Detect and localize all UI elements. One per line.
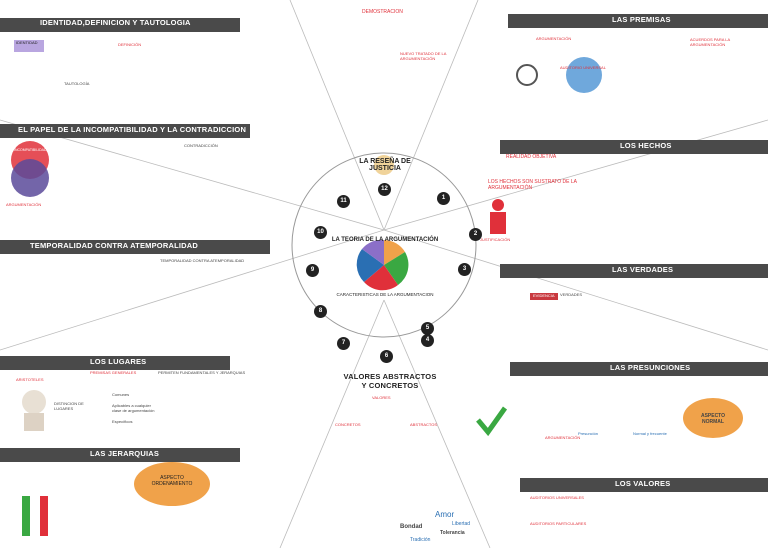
band-s1 xyxy=(0,18,240,32)
band-s7 xyxy=(520,478,768,492)
word-amor: Amor xyxy=(435,510,455,519)
section-title-hechos: LOS HECHOS xyxy=(620,141,672,150)
abstractos-label: ABSTRACTOS xyxy=(410,422,438,427)
contradiccion-label: CONTRADICCIÓN xyxy=(184,143,218,148)
center-title: LA TEORIA DE LA ARGUMENTACIÓN xyxy=(331,237,439,243)
section-title-lugares: LOS LUGARES xyxy=(90,357,147,366)
premisas-fund: PERMITEN FUNDAMENTALES Y JERARQUIAS xyxy=(158,370,246,375)
section-title-valores: LOS VALORES xyxy=(615,479,671,488)
section-title-incompatibilidad: EL PAPEL DE LA INCOMPATIBILIDAD Y LA CON… xyxy=(18,125,247,134)
band-s10 xyxy=(500,140,768,154)
justificacion-label: JUSTIFICACIÓN xyxy=(480,237,511,242)
word-tradicion: Tradición xyxy=(410,537,431,543)
section-title-jerarquias: LAS JERARQUIAS xyxy=(90,449,160,458)
number-12: 12 xyxy=(378,183,391,196)
acuerdos-arg: ACUERDOS PARA LA ARGUMENTACIÓN xyxy=(690,37,730,47)
number-10: 10 xyxy=(314,226,327,239)
band-s2 xyxy=(0,124,250,138)
hechos-sustrato: LOS HECHOS SON SUSTRATO DE LA ARGUMENTAC… xyxy=(488,179,577,191)
word-bondad: Bondad xyxy=(400,524,423,530)
band-s8 xyxy=(510,362,768,376)
number-5: 5 xyxy=(421,322,434,335)
section-title-temporalidad: TEMPORALIDAD CONTRA ATEMPORALIDAD xyxy=(30,241,198,250)
section-title-presunciones: LAS PRESUNCIONES xyxy=(610,363,691,372)
center-top-title: LA RESEÑA DE JUSTICIA xyxy=(359,158,411,172)
auditorios-particulares: AUDITORIOS PARTICULARES xyxy=(530,521,587,526)
valores-label: VALORES xyxy=(372,395,391,400)
distincion-label: DISTINCION DE LUGARES xyxy=(54,401,84,411)
presuncion-label: Presunción xyxy=(578,431,599,436)
aspecto-normal-label: ASPECTO NORMAL xyxy=(700,413,726,425)
tautologia-label: TAUTOLOGÍA xyxy=(64,81,90,86)
band-s5 xyxy=(0,448,240,462)
premisas-generales: PREMISAS GENERALES xyxy=(90,370,137,375)
aplicables-label: Aplicables a cualquier clase de argument… xyxy=(112,403,155,413)
number-7: 7 xyxy=(337,337,350,350)
number-3: 3 xyxy=(458,263,471,276)
number-11: 11 xyxy=(337,195,350,208)
identidad-box: IDENTIDAD xyxy=(14,40,44,52)
band-s4 xyxy=(0,356,230,370)
auditorio-universal: AUDITORIO UNIVERSAL xyxy=(560,65,606,70)
number-4: 4 xyxy=(421,334,434,347)
number-2: 2 xyxy=(469,228,482,241)
section-title-premisas: LAS PREMISAS xyxy=(612,15,671,24)
section-title-identidad: IDENTIDAD,DEFINICION Y TAUTOLOGIA xyxy=(40,18,191,27)
realidad-objetiva: REALIDAD OBJETIVA xyxy=(506,154,557,160)
word-tolerancia: Tolerancia xyxy=(440,530,465,536)
number-6: 6 xyxy=(380,350,393,363)
incompat-label: INCOMPATIBILIDAD xyxy=(14,148,47,152)
band-s9 xyxy=(500,264,768,278)
band-s11 xyxy=(508,14,768,28)
aspecto-ord-label: ASPECTO ORDENAMIENTO xyxy=(151,475,193,487)
verdades-label: VERDADES xyxy=(560,292,583,297)
temporal-sub: TEMPORALIDAD CONTRA ATEMPORALIDAD xyxy=(160,258,245,263)
number-9: 9 xyxy=(306,264,319,277)
argumentacion-s2: ARGUMENTACIÓN xyxy=(6,202,42,207)
aristoteles-label: ARISTOTELES xyxy=(16,377,44,382)
comunes-label: Comunes xyxy=(112,392,130,397)
nuevo-tratado: NUEVO TRATADO DE LA ARGUMENTACIÓN xyxy=(400,51,447,61)
section-title-verdades: LAS VERDADES xyxy=(612,265,674,274)
section-title-valores-abstractos: VALORES ABSTRACTOS Y CONCRETOS xyxy=(343,372,437,390)
auditorios-universales: AUDITORIOS UNIVERSALES xyxy=(530,495,584,500)
center-subtitle: CARACTERISTICAS DE LA ARGUMENTACION xyxy=(336,292,434,297)
evidencia-label: EVIDENCIA xyxy=(530,293,558,300)
normal-frecuente: Normal y frecuente xyxy=(633,431,667,436)
number-1: 1 xyxy=(437,192,450,205)
number-8: 8 xyxy=(314,305,327,318)
center-pie-chart xyxy=(356,239,409,291)
argumentacion-s8: ARGUMENTACIÓN xyxy=(545,435,581,440)
especificos-label: Específicos xyxy=(112,419,133,424)
section-title-demostracion: DEMOSTRACION xyxy=(362,9,403,15)
concretos-label: CONCRETOS xyxy=(335,422,361,427)
argumentacion-s11: ARGUMENTACIÓN xyxy=(536,36,572,41)
band-s3 xyxy=(0,240,270,254)
definicion-label: DEFINICIÓN xyxy=(118,42,142,47)
word-libertad: Libertad xyxy=(452,521,471,527)
